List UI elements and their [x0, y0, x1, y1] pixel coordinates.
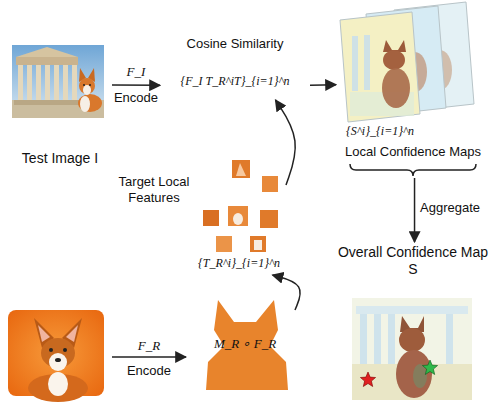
dog-eye [63, 348, 67, 352]
map-background [352, 298, 472, 400]
dog-eye [83, 84, 85, 86]
patch-ear [236, 163, 246, 176]
dog-face [83, 85, 91, 95]
flow-arrow [310, 84, 336, 86]
dog-eye [49, 348, 53, 352]
local-confidence-maps [340, 2, 474, 122]
node-caption: Local Confidence Maps [336, 144, 490, 160]
node-caption: Target Local Features [118, 174, 190, 205]
patch [228, 206, 248, 226]
flow-arrow [273, 275, 301, 310]
image-caption: Test Image I [8, 150, 112, 167]
map-column [388, 314, 395, 364]
target-features-node: Target Local Features {T_R^i}_{i=1}^n [118, 150, 286, 275]
dog-body [78, 94, 102, 112]
step-label: Encode [112, 363, 186, 379]
encode-arrow [112, 356, 186, 358]
temple-column [54, 65, 59, 101]
curly-brace [350, 164, 476, 176]
patch [250, 236, 266, 252]
mask-node: M_R ∘ F_R [195, 290, 295, 395]
node-caption: Overall Confidence Map S [336, 244, 490, 278]
patch [232, 160, 250, 178]
dog-chest [80, 96, 90, 112]
feature-patches [203, 160, 278, 252]
map-column [352, 36, 358, 91]
dog-eye [89, 84, 91, 86]
function-label: F_I [106, 64, 166, 80]
orange-background [8, 310, 104, 396]
step-title: Cosine Similarity [160, 36, 310, 52]
edge-label: Encode [106, 90, 166, 106]
patch-face [233, 213, 243, 225]
temple-column [45, 65, 50, 101]
dog-head [383, 50, 405, 70]
local-maps-node: {S^i}_{i=1}^nLocal Confidence Maps [336, 2, 490, 178]
green-star [422, 360, 437, 375]
patch [262, 176, 278, 192]
temple-column [27, 65, 32, 101]
patch [260, 210, 278, 228]
temple-column [36, 65, 41, 101]
formula: {F_I T_R^iT}_{i=1}^n [160, 74, 310, 88]
dog-nose [55, 358, 61, 362]
dog-inner-ear [38, 325, 50, 342]
overall-confidence-map [352, 298, 472, 400]
function-label: F_R [112, 338, 186, 354]
temple-base [14, 100, 82, 105]
map-column [446, 314, 453, 364]
map-panel [340, 12, 420, 122]
formula: {S^i}_{i=1}^n [346, 124, 446, 138]
patch [203, 210, 219, 226]
dog-inner-ear [66, 325, 78, 342]
image-node: Test Image I [8, 40, 112, 172]
map-entablature [356, 306, 468, 314]
temple-entablature [16, 57, 78, 65]
patch [216, 236, 232, 252]
dog-chest [48, 372, 68, 396]
map-column [364, 35, 370, 90]
formula: {T_R^i}_{i=1}^n [198, 256, 286, 270]
flow-arrow [112, 84, 160, 86]
similarity-node: Cosine Similarity {F_I T_R^iT}_{i=1}^n [160, 30, 310, 100]
dog-head [79, 78, 95, 94]
map-column [360, 314, 367, 364]
temple-column [63, 65, 68, 101]
map-column [374, 314, 381, 364]
temple-column [18, 65, 23, 101]
overall-map-node: Overall Confidence Map S [336, 242, 490, 400]
formula: M_R ∘ F_R [195, 336, 295, 352]
patch-fur [254, 240, 262, 250]
temple-column [72, 65, 77, 101]
temple-pediment [16, 47, 78, 57]
dog-body [382, 68, 410, 108]
dog-head [399, 328, 425, 352]
sky [12, 45, 104, 118]
flow-arrow [276, 100, 296, 185]
test-image [12, 45, 104, 118]
red-star [360, 372, 375, 387]
reference-image [8, 310, 104, 402]
flow-arrow [414, 178, 416, 242]
dog-face [49, 353, 67, 371]
edge-label: Aggregate [420, 200, 490, 216]
